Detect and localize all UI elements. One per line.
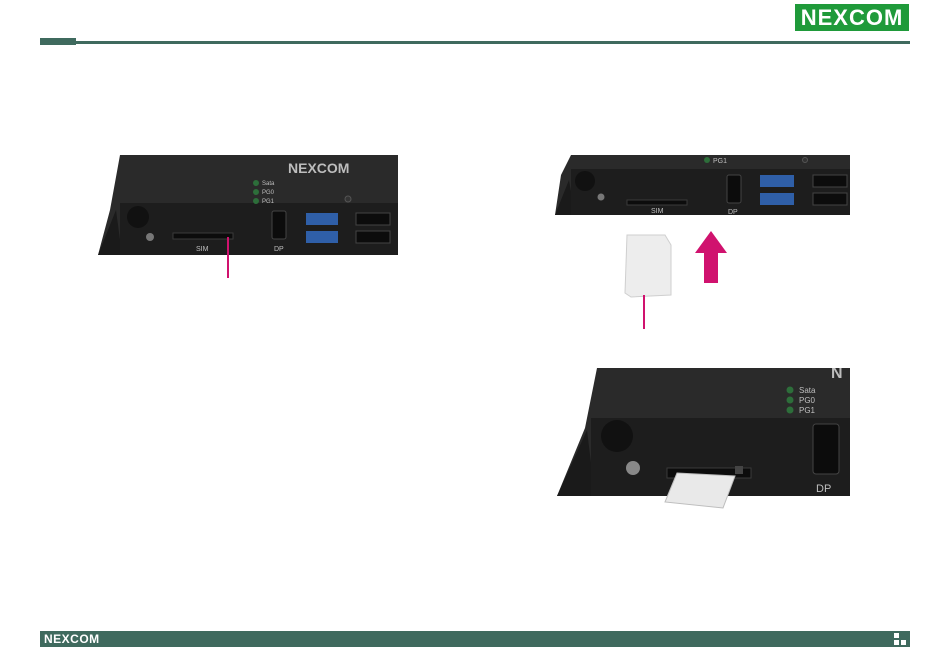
sim-card-inserted <box>665 473 735 508</box>
device-photo-sim-inserted: N Sata PG0 PG1 DP <box>557 368 850 510</box>
dp-port-label: DP <box>728 209 738 216</box>
footer-bar <box>40 631 910 647</box>
header-tab-marker <box>40 38 76 45</box>
sim-slot-label: SIM <box>651 208 664 215</box>
led-label-pg0: PG0 <box>799 396 816 405</box>
led-label-pg1: PG1 <box>713 158 727 165</box>
device-brand-partial: N <box>831 368 843 382</box>
footer-corner-icon <box>894 633 906 645</box>
device-photo-insert-sim: PG1 SIM DP <box>555 155 855 330</box>
header-rule <box>40 41 910 44</box>
led-label-sata: Sata <box>262 181 275 187</box>
sim-slot-label: SIM <box>196 246 209 253</box>
dp-port-label: DP <box>274 246 284 253</box>
nexcom-logo: NEXCOM <box>795 4 909 31</box>
device-photo-sim-slot: NEXCOM Sata PG0 PG1 SIM DP <box>98 155 398 280</box>
led-label-sata: Sata <box>799 386 816 395</box>
dp-port-label: DP <box>816 483 831 495</box>
led-label-pg1: PG1 <box>262 199 275 205</box>
insert-arrow-icon <box>695 231 727 283</box>
device-brand: NEXCOM <box>288 160 349 176</box>
led-label-pg1: PG1 <box>799 406 816 415</box>
footer-logo: NEXCOM <box>44 631 100 647</box>
sim-card <box>625 235 671 297</box>
led-label-pg0: PG0 <box>262 190 275 196</box>
